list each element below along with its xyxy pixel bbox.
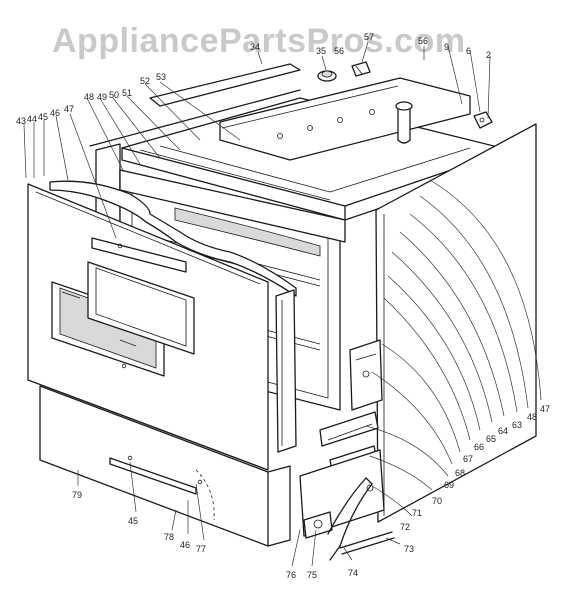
callout-77: 77 [196,544,206,554]
callout-57: 57 [364,32,374,42]
callout-56-right: 56 [418,36,428,46]
callout-76: 76 [286,570,296,580]
callout-48: 48 [84,92,94,102]
callout-46: 46 [50,108,60,118]
callout-45-bottom: 45 [128,516,138,526]
callout-69: 69 [444,480,454,490]
callout-9: 9 [444,42,449,52]
callout-43: 43 [16,116,26,126]
callout-labels: 34 35 56 57 56 9 6 2 53 52 51 50 49 48 4… [16,32,550,580]
callout-56: 56 [334,46,344,56]
storage-drawer [39,385,291,547]
callout-50: 50 [109,90,119,100]
callout-78: 78 [164,532,174,542]
callout-48-right: 48 [527,412,537,422]
callout-71: 71 [412,508,422,518]
callout-73: 73 [404,544,414,554]
right-side-panel [375,123,537,523]
oven-door [27,180,297,471]
callout-66: 66 [474,442,484,452]
callout-67: 67 [463,454,473,464]
callout-64: 64 [498,426,508,436]
callout-2: 2 [486,50,491,60]
callout-75: 75 [307,570,317,580]
callout-79: 79 [72,490,82,500]
callout-44: 44 [27,114,37,124]
callout-34: 34 [250,42,260,52]
callout-65: 65 [486,434,496,444]
callout-72: 72 [400,522,410,532]
callout-47-right: 47 [540,404,550,414]
callout-51: 51 [122,88,132,98]
callout-68: 68 [455,468,465,478]
callout-70: 70 [432,496,442,506]
callout-6: 6 [466,46,471,56]
callout-45: 45 [38,112,48,122]
callout-46-bottom: 46 [180,540,190,550]
callout-35: 35 [316,46,326,56]
callout-47: 47 [64,104,74,114]
callout-53: 53 [156,72,166,82]
callout-74: 74 [348,568,358,578]
hinge-brackets [299,339,395,561]
callout-52: 52 [140,76,150,86]
callout-63: 63 [512,420,522,430]
callout-49: 49 [97,92,107,102]
leader-lines [23,41,542,567]
